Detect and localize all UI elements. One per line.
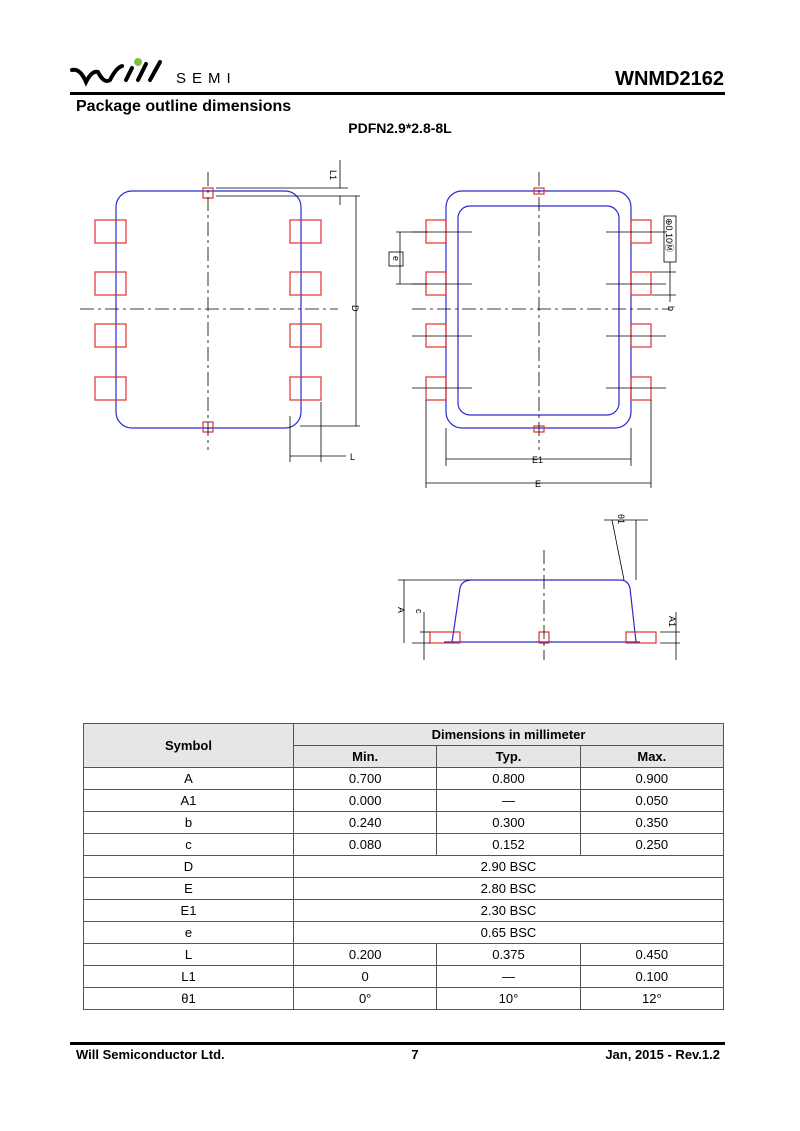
- cell-symbol: E: [83, 877, 294, 900]
- dimensions-table: Symbol Dimensions in millimeter Min. Typ…: [83, 723, 725, 1010]
- cell-min: 0.700: [292, 767, 438, 790]
- cell-bsc: 2.30 BSC: [293, 899, 724, 922]
- company-logo: SEMI: [70, 58, 260, 90]
- cell-symbol: e: [83, 921, 294, 944]
- cell-typ: —: [436, 789, 581, 812]
- top-view-body: [115, 190, 302, 429]
- package-name: PDFN2.9*2.8-8L: [348, 120, 452, 136]
- cell-typ: —: [436, 965, 581, 988]
- part-number: WNMD2162: [615, 68, 724, 90]
- cell-bsc: 0.65 BSC: [293, 921, 724, 944]
- footer-page: 7: [411, 1047, 419, 1062]
- cell-max: 0.900: [579, 767, 725, 790]
- label-c: c: [414, 609, 424, 614]
- label-e-pitch: e: [391, 256, 401, 261]
- footer-rule: [70, 1042, 725, 1045]
- label-l1: L1: [328, 170, 338, 180]
- section-title: Package outline dimensions: [76, 98, 292, 115]
- label-e1: E1: [532, 455, 543, 465]
- cell-max: 12°: [579, 987, 725, 1010]
- cell-symbol: θ1: [83, 987, 294, 1010]
- label-theta: θ1: [616, 514, 626, 524]
- cell-symbol: c: [83, 833, 294, 856]
- cell-min: 0.000: [292, 789, 438, 812]
- cell-symbol: E1: [83, 899, 294, 922]
- bottom-view-body: [445, 190, 632, 429]
- cell-symbol: L1: [83, 965, 294, 988]
- cell-bsc: 2.90 BSC: [293, 855, 724, 878]
- top-view-pads: [94, 187, 322, 433]
- footer-revision: Jan, 2015 - Rev.1.2: [605, 1047, 720, 1062]
- cell-typ: 10°: [436, 987, 581, 1010]
- will-logo-icon: [70, 58, 162, 87]
- cell-symbol: b: [83, 811, 294, 834]
- cell-max: 0.100: [579, 965, 725, 988]
- label-d: D: [350, 305, 360, 312]
- cell-min: 0.200: [292, 943, 438, 966]
- footer-company: Will Semiconductor Ltd.: [76, 1047, 225, 1062]
- cell-min: 0.240: [292, 811, 438, 834]
- group-header: Dimensions in millimeter: [293, 723, 724, 746]
- label-a1: A1: [667, 616, 677, 627]
- cell-symbol: L: [83, 943, 294, 966]
- label-a: A: [396, 607, 406, 613]
- typ-header: Typ.: [436, 745, 581, 768]
- cell-min: 0: [292, 965, 438, 988]
- cell-bsc: 2.80 BSC: [293, 877, 724, 900]
- cell-symbol: A: [83, 767, 294, 790]
- symbol-header: Symbol: [83, 723, 294, 768]
- logo-text: SEMI: [176, 70, 237, 87]
- header-rule: [70, 92, 725, 95]
- label-l: L: [350, 452, 355, 462]
- min-header: Min.: [292, 745, 438, 768]
- side-view-body: [451, 579, 637, 643]
- cell-typ: 0.375: [436, 943, 581, 966]
- side-view-leads: [429, 631, 657, 644]
- cell-max: 0.350: [579, 811, 725, 834]
- cell-max: 0.250: [579, 833, 725, 856]
- cell-min: 0°: [292, 987, 438, 1010]
- label-tolerance: ⊕0.10Ⓜ: [664, 218, 674, 252]
- bottom-view-pads: [425, 187, 652, 433]
- max-header: Max.: [579, 745, 725, 768]
- cell-typ: 0.152: [436, 833, 581, 856]
- label-e: E: [535, 479, 541, 489]
- cell-symbol: A1: [83, 789, 294, 812]
- label-b: b: [666, 306, 676, 311]
- bottom-view-exposed-pad: [457, 205, 620, 416]
- cell-typ: 0.300: [436, 811, 581, 834]
- cell-max: 0.450: [579, 943, 725, 966]
- package-drawing: L1 D L e ⊕0.10Ⓜ b E1 E θ1 A c A1: [80, 160, 680, 660]
- cell-typ: 0.800: [436, 767, 581, 790]
- cell-min: 0.080: [292, 833, 438, 856]
- cell-symbol: D: [83, 855, 294, 878]
- cell-max: 0.050: [579, 789, 725, 812]
